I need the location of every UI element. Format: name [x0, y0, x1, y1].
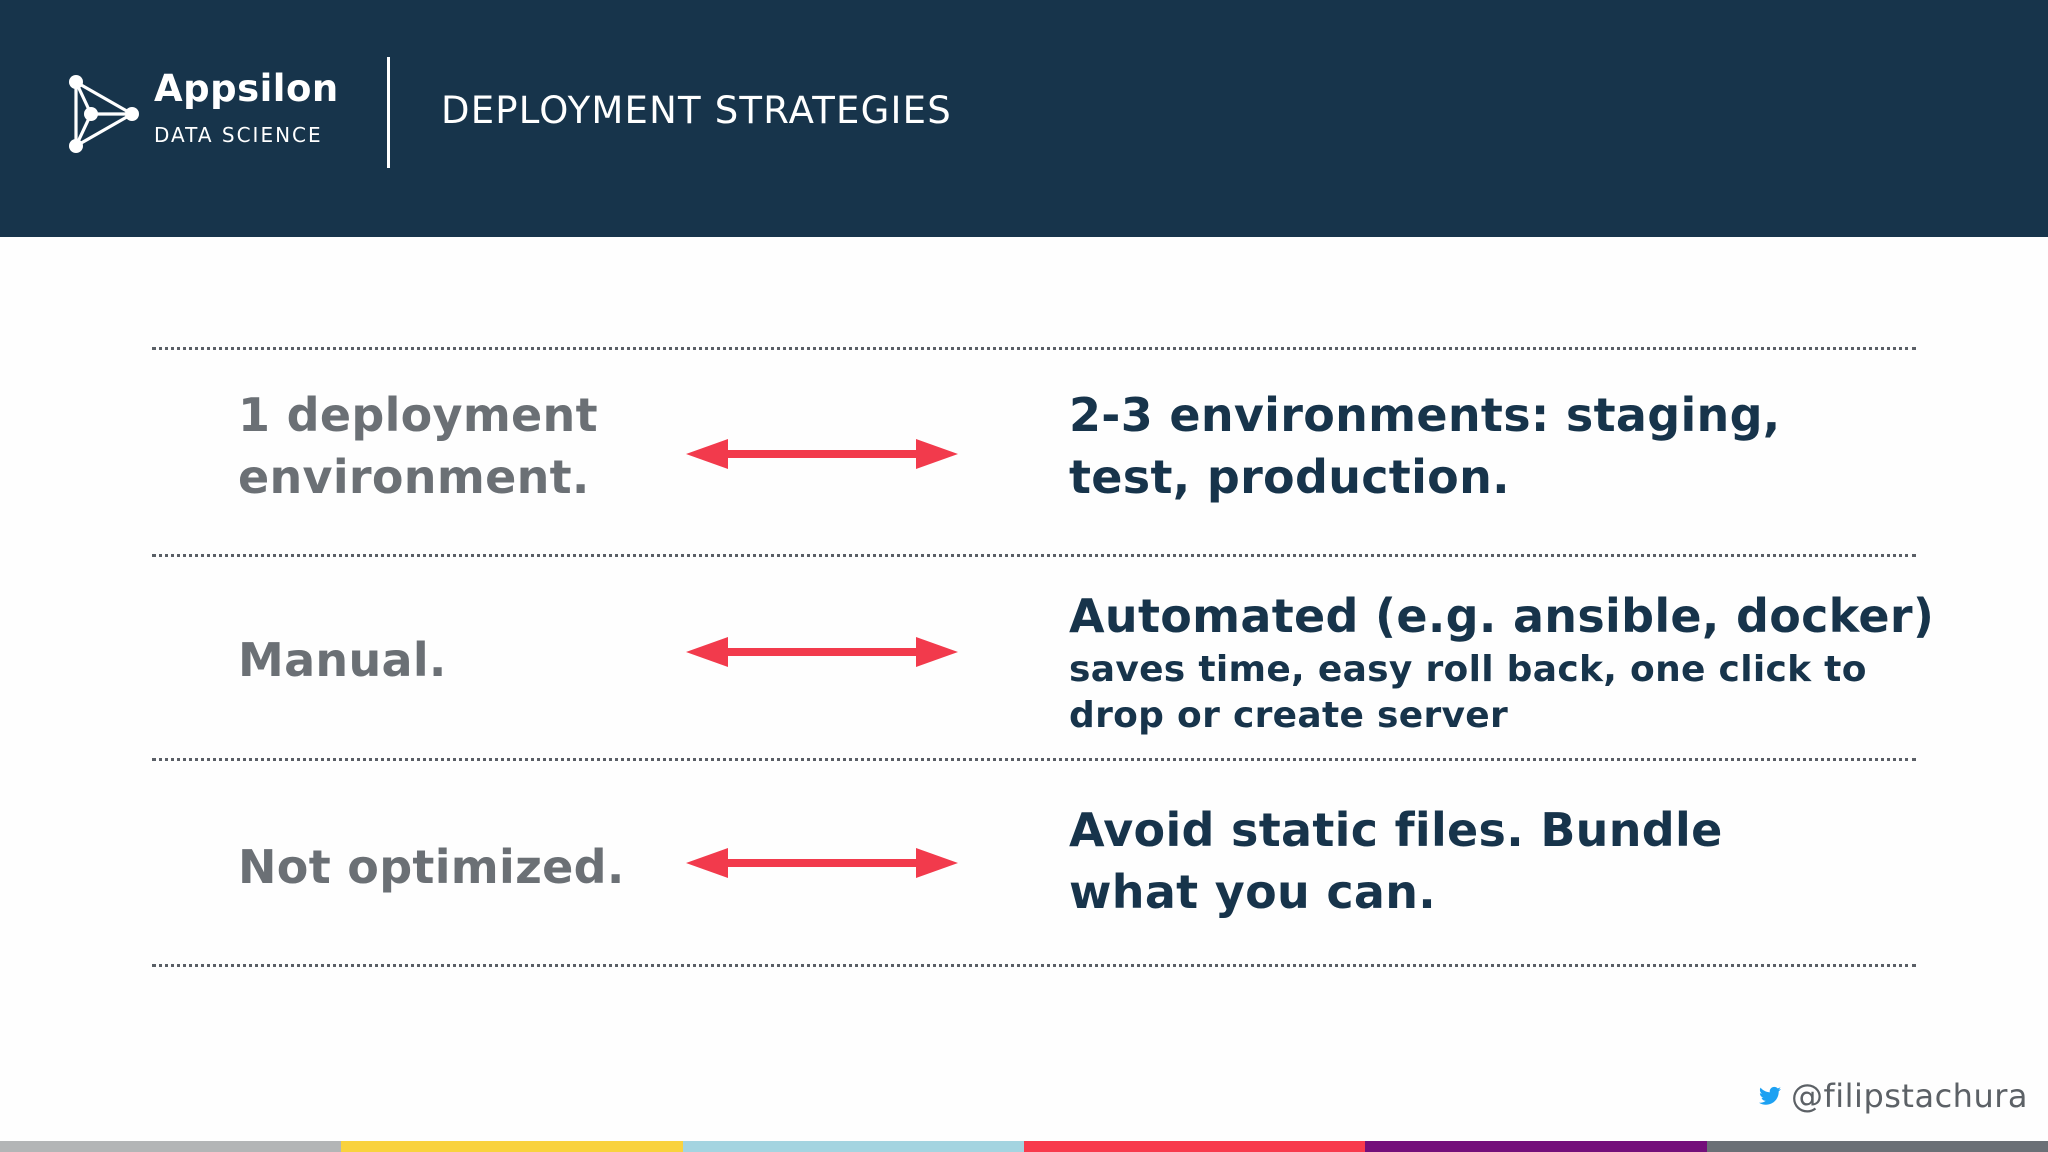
color-segment [341, 1141, 683, 1152]
divider-line [152, 964, 1916, 967]
color-stripe-bar [0, 1141, 2048, 1152]
slide-header: Appsilon DATA SCIENCE DEPLOYMENT STRATEG… [0, 0, 2048, 237]
text-line: Automated (e.g. ansible, docker) [1069, 589, 1935, 643]
text-line: Not optimized. [238, 840, 625, 894]
twitter-bird-icon [1759, 1086, 1781, 1105]
text-line: what you can. [1069, 865, 1437, 919]
text-line: Avoid static files. Bundle [1069, 803, 1723, 857]
appsilon-logo-icon [69, 75, 139, 153]
row-1-right-text: 2-3 environments: staging, test, product… [1069, 384, 1781, 508]
divider-line [152, 347, 1916, 350]
twitter-handle-link[interactable]: @filipstachura [1759, 1080, 2028, 1112]
text-sub-line: drop or create server [1069, 695, 1509, 736]
divider-line [152, 554, 1916, 557]
text-line: Manual. [238, 633, 447, 687]
text-line: 2-3 environments: staging, [1069, 388, 1781, 442]
double-headed-arrow-icon [686, 848, 958, 878]
row-1-left-text: 1 deployment environment. [238, 384, 598, 508]
divider-line [152, 758, 1916, 761]
brand-name: Appsilon [154, 67, 339, 110]
twitter-handle-text: @filipstachura [1791, 1077, 2028, 1115]
double-headed-arrow-icon [686, 637, 958, 667]
color-segment [1706, 1141, 2048, 1152]
row-2-left-text: Manual. [238, 629, 447, 691]
text-line: environment. [238, 450, 590, 504]
header-divider [387, 57, 390, 168]
row-2-right-text: Automated (e.g. ansible, docker) saves t… [1069, 585, 1934, 739]
color-segment [0, 1141, 342, 1152]
text-line: 1 deployment [238, 388, 598, 442]
color-segment [682, 1141, 1024, 1152]
row-3-left-text: Not optimized. [238, 836, 625, 898]
slide-title: DEPLOYMENT STRATEGIES [441, 89, 952, 132]
row-3-right-text: Avoid static files. Bundle what you can. [1069, 799, 1723, 923]
color-segment [1365, 1141, 1707, 1152]
brand-subtitle: DATA SCIENCE [154, 123, 323, 147]
color-segment [1023, 1141, 1366, 1152]
text-line: test, production. [1069, 450, 1510, 504]
text-sub-line: saves time, easy roll back, one click to [1069, 649, 1867, 690]
double-headed-arrow-icon [686, 439, 958, 469]
